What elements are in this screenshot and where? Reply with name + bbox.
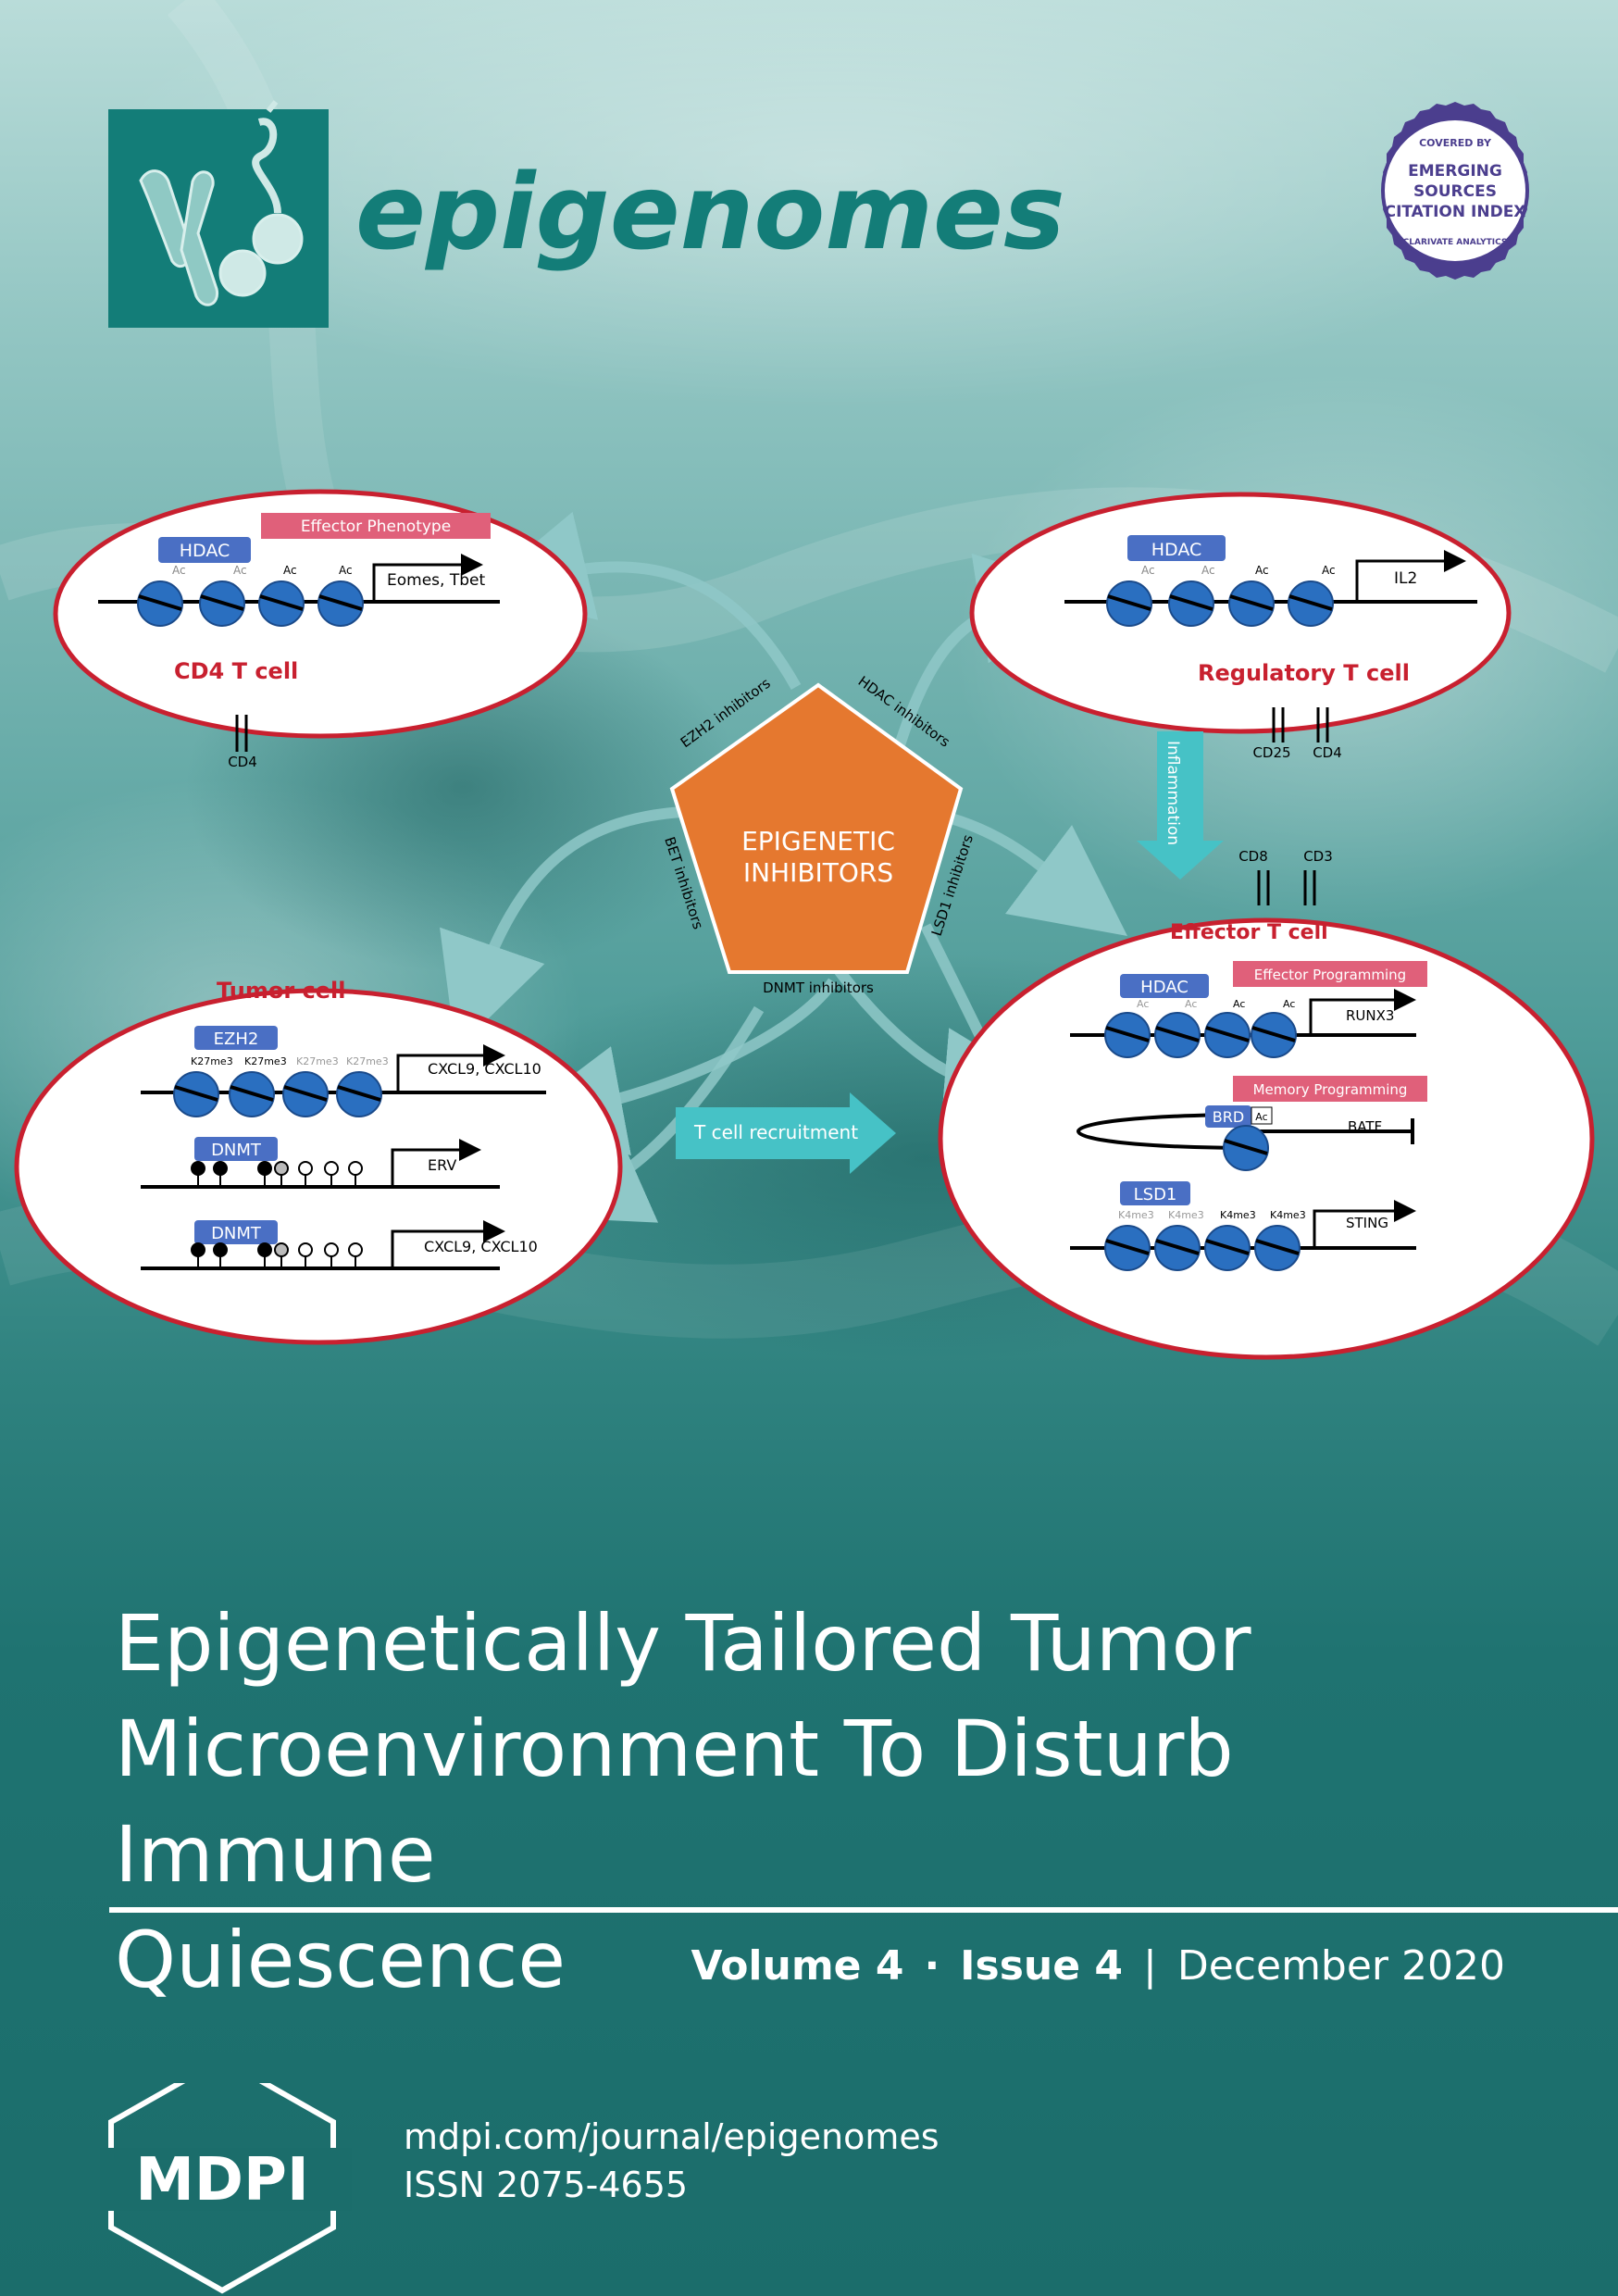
article-title-line2: Microenvironment To Disturb Immune bbox=[115, 1703, 1234, 1900]
dnmt-inhibitors-label: DNMT inhibitors bbox=[763, 980, 874, 996]
regulatory-t-cell: HDAC Ac Ac Ac Ac IL2 Regulatory T cell CD2… bbox=[969, 492, 1512, 761]
effector-hdac-label: HDAC bbox=[1140, 978, 1189, 997]
k27-mark: K27me3 bbox=[346, 1055, 389, 1067]
sting-label: STING bbox=[1346, 1215, 1388, 1231]
cd4-genes-label: Eomes, Tbet bbox=[387, 571, 485, 590]
treg-hdac-label: HDAC bbox=[1151, 540, 1202, 560]
article-title: Epigenetically Tailored Tumor Microenvir… bbox=[115, 1591, 1559, 2013]
tumor-genes1-label: CXCL9, CXCL10 bbox=[428, 1060, 541, 1078]
center-line1: EPIGENETIC bbox=[741, 826, 895, 856]
journal-url[interactable]: mdpi.com/journal/epigenomes bbox=[404, 2116, 940, 2157]
dnmt-label-1: DNMT bbox=[211, 1141, 262, 1160]
k27-mark: K27me3 bbox=[296, 1055, 339, 1067]
k4-mark: K4me3 bbox=[1168, 1209, 1204, 1221]
ac-mark: Ac bbox=[1137, 998, 1149, 1010]
mdpi-hexagon bbox=[108, 2083, 336, 2294]
cd4-marker-label: CD4 bbox=[228, 754, 257, 770]
k27-mark: K27me3 bbox=[244, 1055, 287, 1067]
tumor-genes3-label: CXCL9, CXCL10 bbox=[424, 1238, 538, 1255]
esci-badge: COVERED BY EMERGING SOURCES CITATION IND… bbox=[1381, 102, 1529, 280]
batf-label: BATF bbox=[1348, 1118, 1382, 1135]
ac-mark: Ac bbox=[1141, 564, 1155, 577]
issue-info: Volume 4 · Issue 4 | December 2020 bbox=[691, 1942, 1505, 1990]
k4-mark: K4me3 bbox=[1118, 1209, 1154, 1221]
chromosome-icon bbox=[139, 100, 304, 306]
article-title-line1: Epigenetically Tailored Tumor bbox=[115, 1598, 1251, 1689]
k27-mark: K27me3 bbox=[191, 1055, 233, 1067]
issue-date-separator: | bbox=[1143, 1942, 1157, 1990]
inflammation-arrow: Inflammation bbox=[1137, 731, 1224, 880]
ac-mark: Ac bbox=[172, 564, 186, 577]
ac-mark: Ac bbox=[1322, 564, 1336, 577]
cd4-t-cell: Effector Phenotype HDAC Ac Ac Ac Ac Eomes,… bbox=[53, 489, 588, 770]
inflammation-label: Inflammation bbox=[1164, 741, 1182, 845]
badge-line1: EMERGING bbox=[1408, 162, 1502, 181]
hdac-box bbox=[158, 537, 251, 563]
ac-mark: Ac bbox=[1185, 998, 1197, 1010]
effector-t-cell: CD8 CD3 Effector T cell HDAC Effector Pr… bbox=[938, 848, 1595, 1360]
dnmt-label-2: DNMT bbox=[211, 1224, 262, 1243]
ac-mark: Ac bbox=[1233, 998, 1245, 1010]
title-divider bbox=[109, 1907, 1618, 1913]
k4-mark: K4me3 bbox=[1270, 1209, 1306, 1221]
brd-label: BRD bbox=[1213, 1108, 1244, 1126]
issue-label: Issue 4 bbox=[960, 1942, 1124, 1990]
hdac-label: HDAC bbox=[180, 541, 230, 561]
ac-mark: Ac bbox=[339, 564, 353, 577]
tumor-cell: Tumor cell EZH2 K27me3 K27me3 K27me3 K27… bbox=[14, 978, 623, 1345]
k4-mark: K4me3 bbox=[1220, 1209, 1256, 1221]
issn-label: ISSN 2075-4655 bbox=[404, 2165, 689, 2205]
ac-mark: Ac bbox=[1283, 998, 1295, 1010]
tumor-cell-title: Tumor cell bbox=[217, 978, 345, 1004]
ac-mark: Ac bbox=[283, 564, 297, 577]
badge-bottom-text: CLARIVATE ANALYTICS bbox=[1403, 238, 1508, 247]
epigenetic-inhibitors-pentagon: EPIGENETIC INHIBITORS EZH2 inhibitors HD… bbox=[661, 673, 977, 996]
lsd1-label: LSD1 bbox=[1134, 1185, 1177, 1204]
ezh2-label: EZH2 bbox=[214, 1029, 259, 1049]
ac-mark: Ac bbox=[1255, 564, 1269, 577]
journal-name: epigenomes bbox=[355, 153, 1065, 273]
ac-mark: Ac bbox=[1201, 564, 1215, 577]
volume-label: Volume 4 bbox=[691, 1942, 904, 1990]
cd8-label: CD8 bbox=[1238, 848, 1268, 865]
mdpi-logo: MDPI bbox=[100, 2083, 352, 2294]
volume-issue-separator: · bbox=[924, 1942, 940, 1990]
badge-line2: SOURCES bbox=[1413, 182, 1497, 201]
memory-programming-label: Memory Programming bbox=[1253, 1081, 1408, 1098]
cd4-cell-title: CD4 T cell bbox=[174, 658, 298, 684]
issue-date: December 2020 bbox=[1176, 1942, 1505, 1990]
effector-programming-label: Effector Programming bbox=[1254, 967, 1406, 983]
runx3-label: RUNX3 bbox=[1346, 1007, 1394, 1024]
il2-label: IL2 bbox=[1394, 569, 1417, 588]
effector-phenotype-box bbox=[261, 513, 491, 539]
treg-cd4-label: CD4 bbox=[1313, 744, 1342, 761]
effector-phenotype-label: Effector Phenotype bbox=[301, 518, 451, 536]
t-cell-recruitment-arrow: T cell recruitment bbox=[676, 1092, 896, 1174]
t-cell-recruitment-label: T cell recruitment bbox=[693, 1121, 858, 1143]
cd3-label: CD3 bbox=[1303, 848, 1333, 865]
cd25-label: CD25 bbox=[1252, 744, 1290, 761]
badge-top-text: COVERED BY bbox=[1419, 137, 1492, 149]
erv-label: ERV bbox=[428, 1156, 456, 1174]
article-title-line3: Quiescence bbox=[115, 1915, 566, 2005]
mdpi-wordmark: MDPI bbox=[135, 2146, 309, 2215]
effector-cell-title: Effector T cell bbox=[1170, 921, 1328, 944]
journal-logo: epigenomes bbox=[108, 100, 1065, 328]
treg-cell-title: Regulatory T cell bbox=[1198, 660, 1410, 686]
ac-mark: Ac bbox=[233, 564, 247, 577]
brd-ac-label: Ac bbox=[1255, 1111, 1267, 1123]
center-line2: INHIBITORS bbox=[743, 857, 893, 888]
badge-line3: CITATION INDEX bbox=[1385, 203, 1526, 221]
